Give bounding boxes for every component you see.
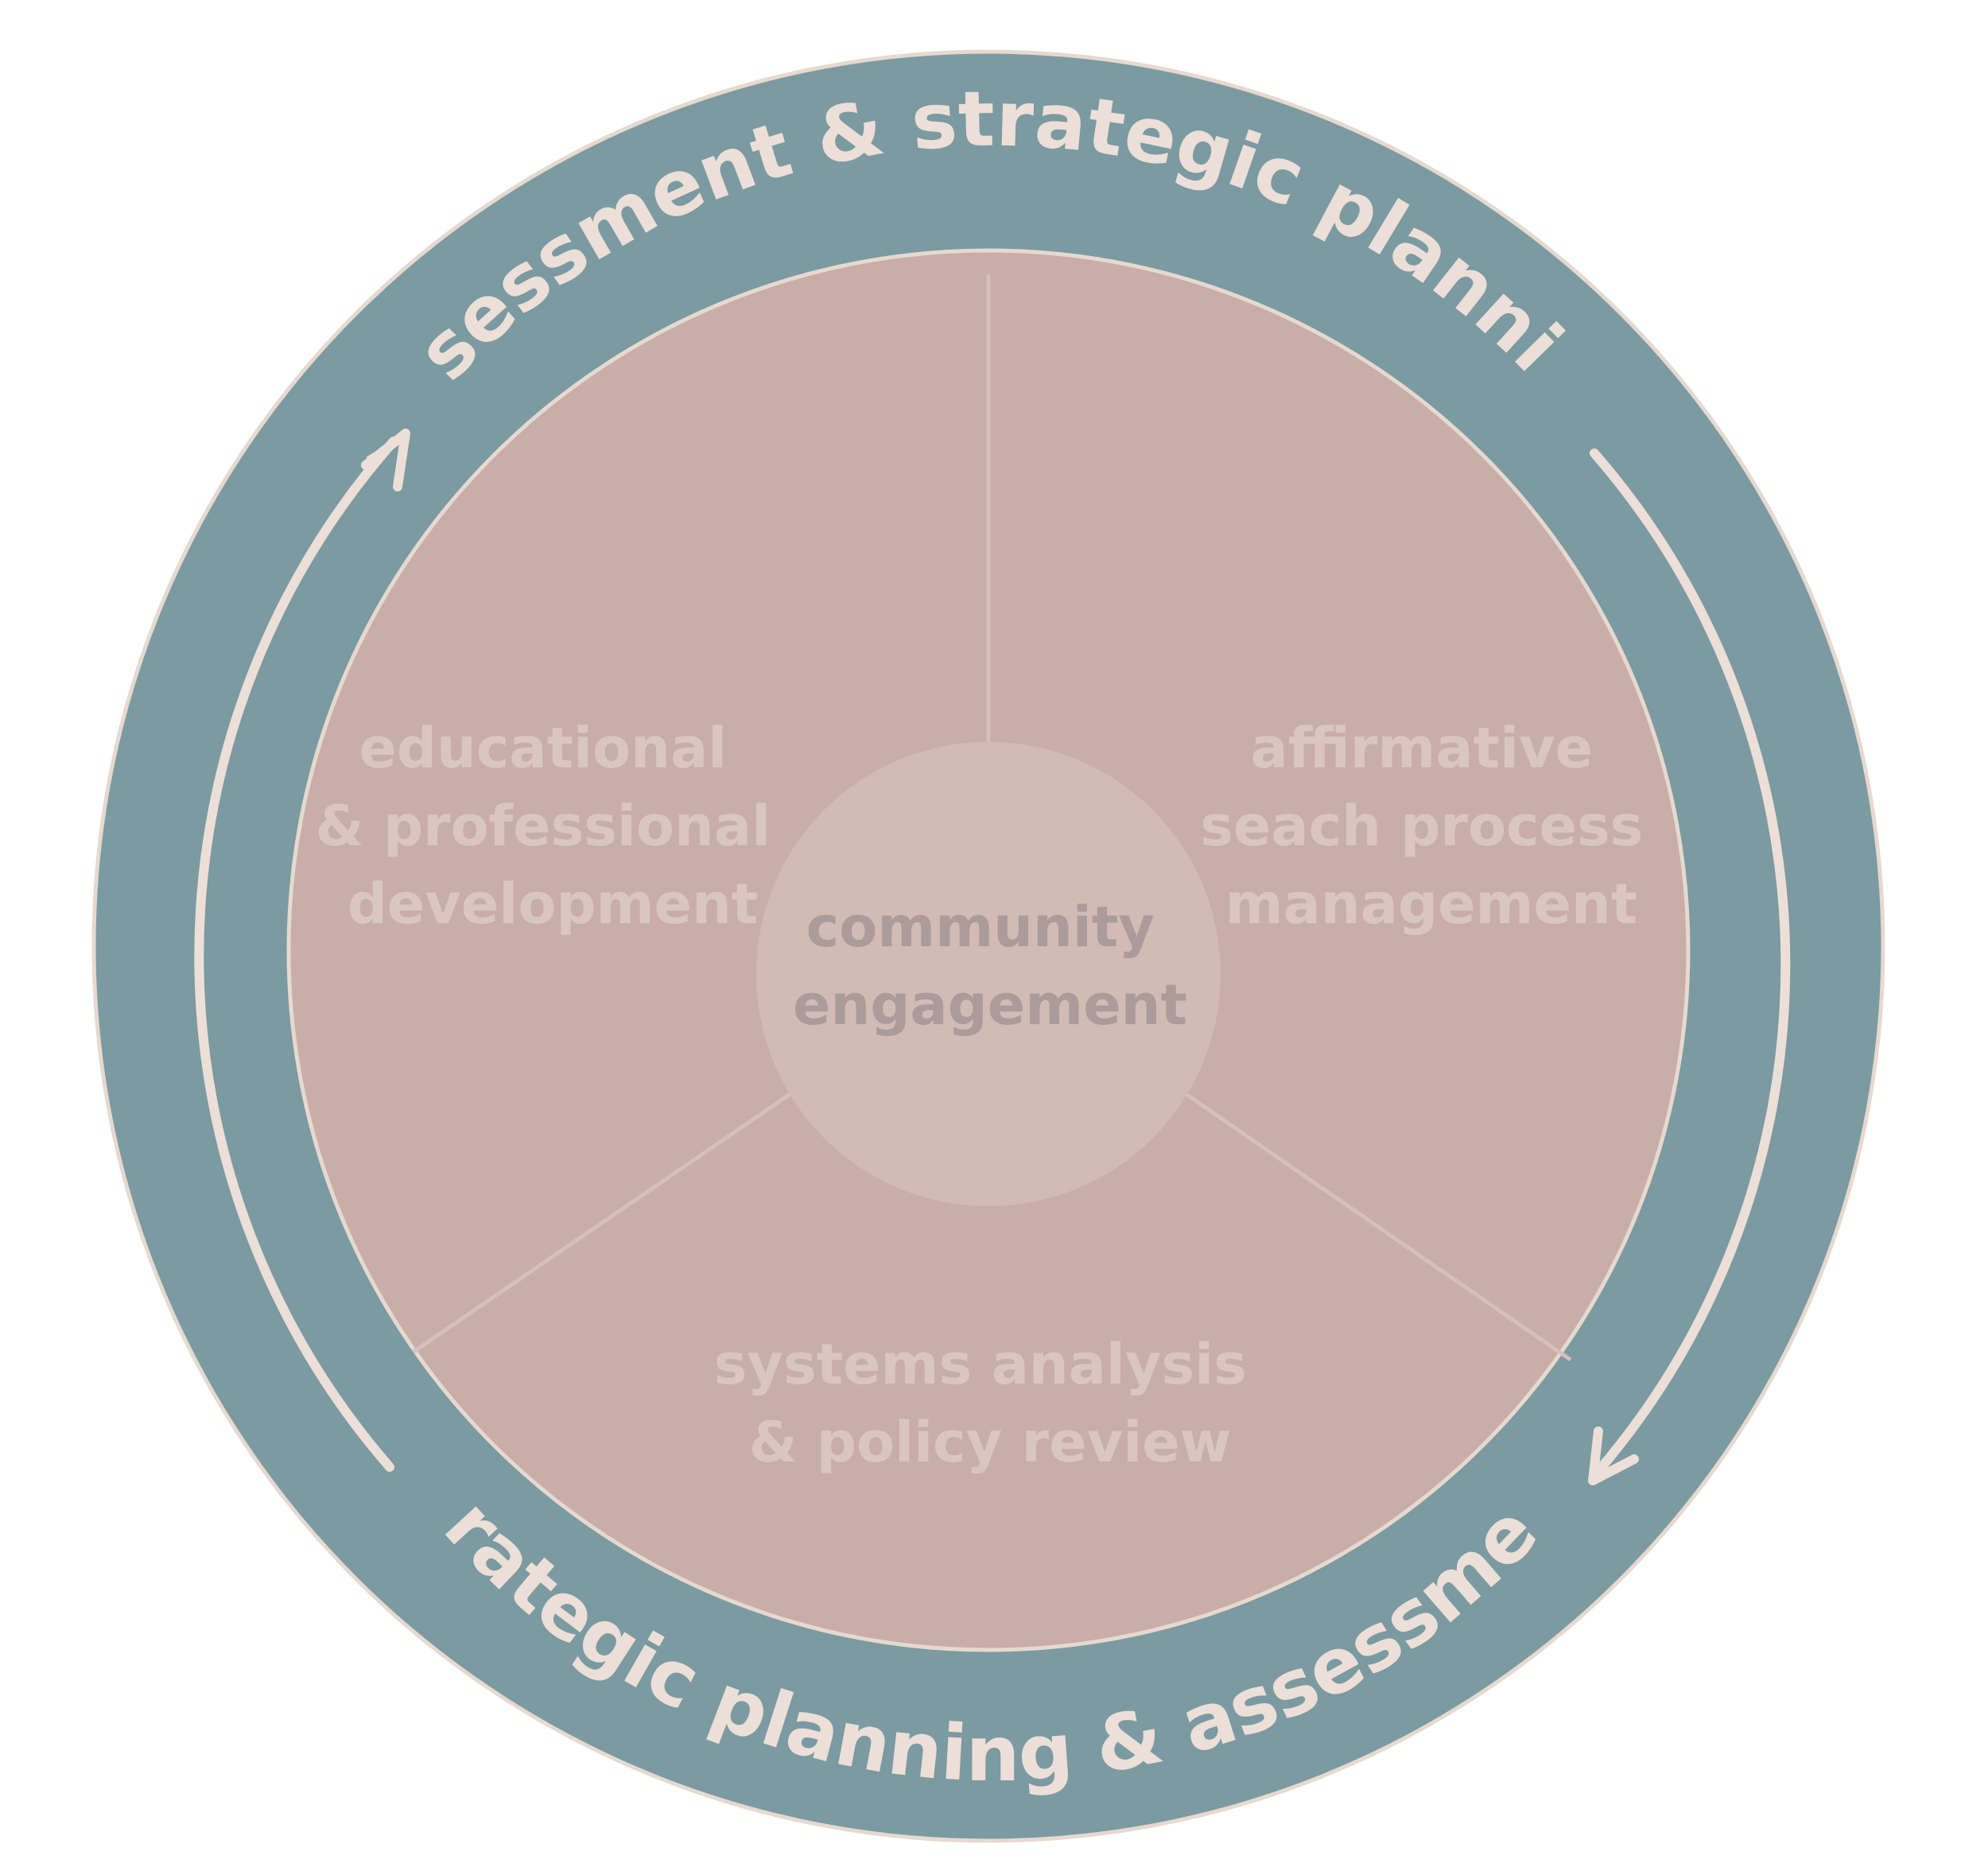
center-circle	[756, 742, 1221, 1206]
segment-label-line: & policy review	[749, 1410, 1232, 1475]
segment-label-educational: educational & professional development	[316, 716, 790, 937]
arrowhead-down-icon	[1588, 1427, 1639, 1485]
segment-label-line: seach process	[1200, 794, 1643, 859]
segment-label-affirmative: affirmative seach process management	[1200, 716, 1662, 937]
segment-label-systems: systems analysis & policy review	[714, 1332, 1267, 1475]
segment-label-line: educational	[359, 716, 727, 781]
cycle-arrow-right	[1590, 448, 1791, 1476]
segment-label-line: systems analysis	[714, 1332, 1247, 1397]
center-label-line: community	[806, 895, 1155, 960]
segment-label-line: affirmative	[1251, 716, 1594, 781]
divider-line-lower-left	[412, 1091, 793, 1354]
segment-label-line: development	[348, 871, 759, 937]
cycle-arrow-left	[194, 437, 398, 1472]
center-label: community engagement	[793, 895, 1187, 1038]
divider-line-lower-right	[1183, 1091, 1572, 1362]
segment-label-line: & professional	[316, 794, 771, 859]
center-label-line: engagement	[793, 972, 1187, 1038]
segment-label-line: management	[1225, 871, 1638, 937]
arrowhead-left-stroke	[361, 429, 410, 491]
